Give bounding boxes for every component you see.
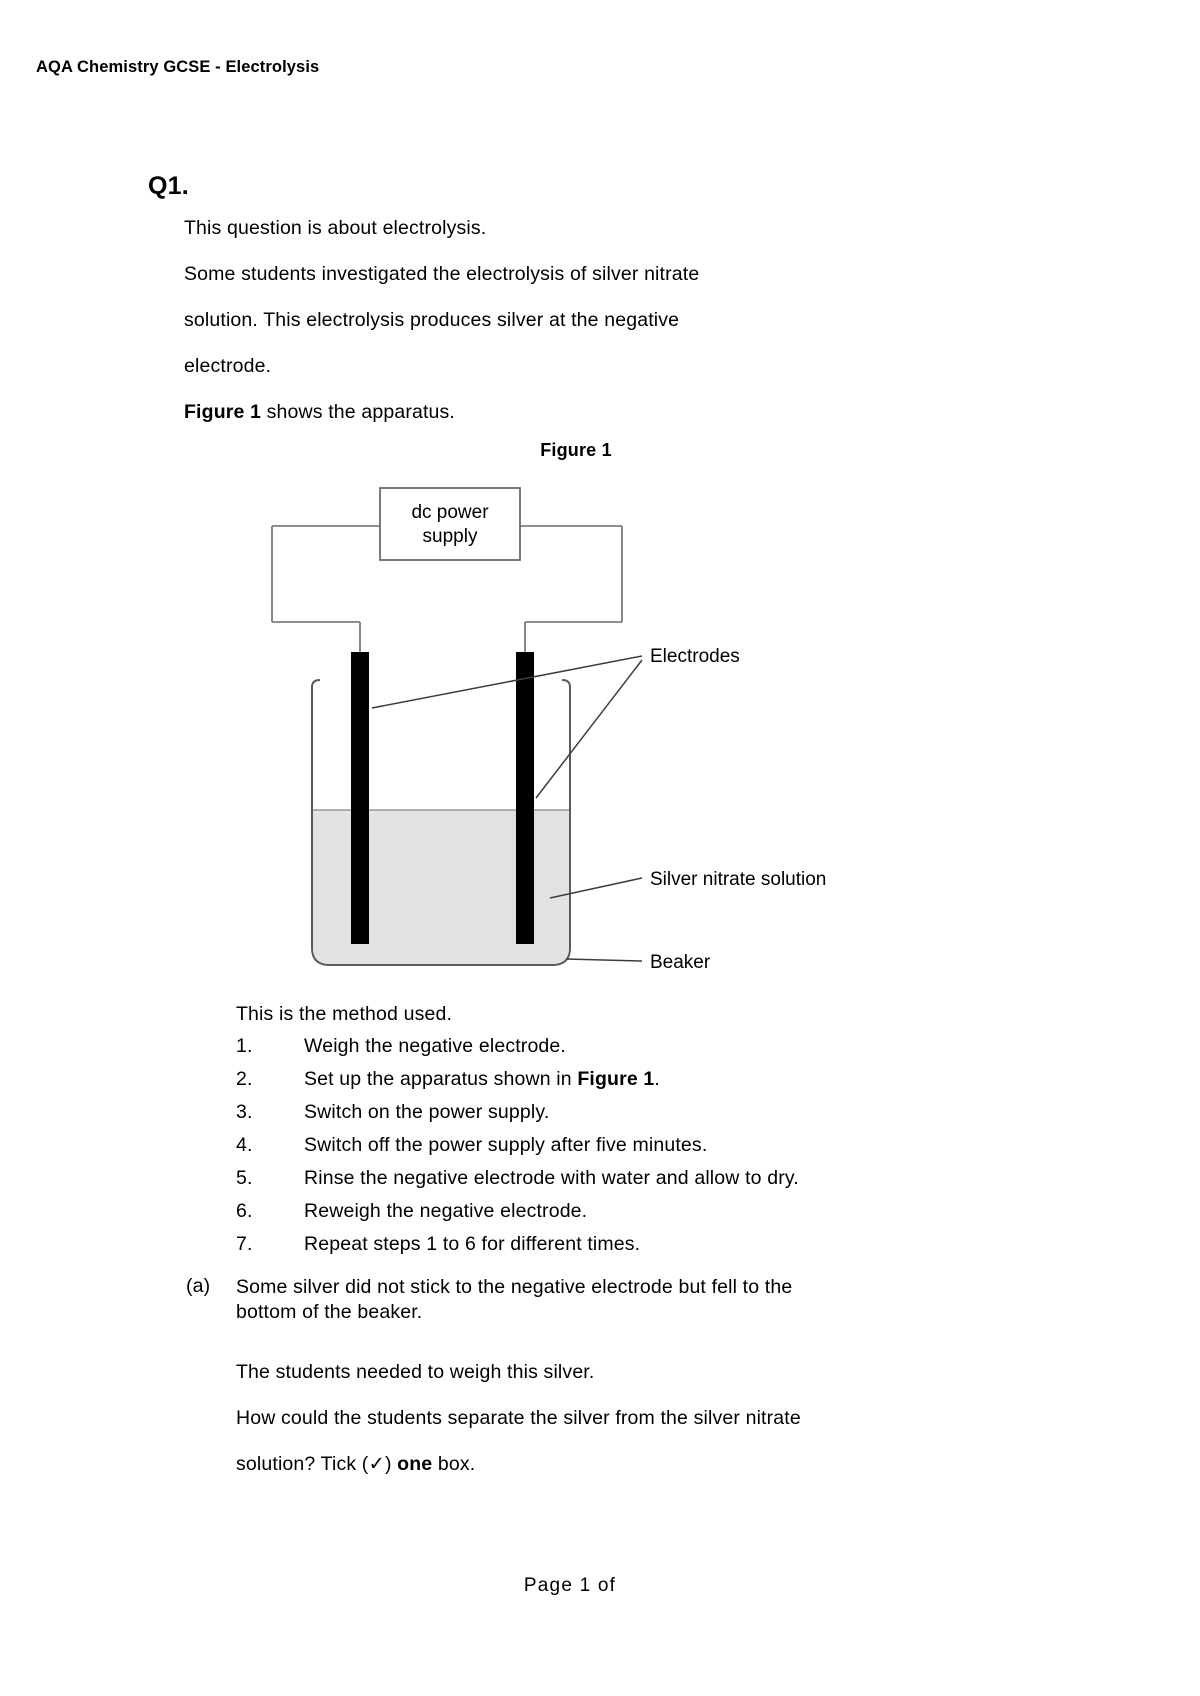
method-step: 7. Repeat steps 1 to 6 for different tim…	[236, 1233, 996, 1266]
step-text-tail: .	[654, 1068, 660, 1090]
figure-caption: Figure 1	[0, 440, 1200, 461]
figure-caption-text: Figure 1	[540, 440, 612, 460]
document-header-title: AQA Chemistry GCSE - Electrolysis	[36, 58, 320, 76]
step-text: Switch on the power supply.	[304, 1101, 550, 1123]
method-step: 4. Switch off the power supply after fiv…	[236, 1134, 996, 1167]
silver-nitrate-solution-fill	[313, 810, 569, 964]
step-number: 6.	[236, 1200, 253, 1222]
label-beaker: Beaker	[650, 952, 711, 973]
part-a-line-1: Some silver did not stick to the negativ…	[236, 1276, 793, 1298]
step-text: Weigh the negative electrode.	[304, 1035, 566, 1057]
question-part-a: (a) Some silver did not stick to the neg…	[186, 1275, 966, 1487]
intro-line-3: solution. This electrolysis produces sil…	[184, 309, 680, 331]
part-a-label: (a)	[186, 1275, 211, 1297]
figure-sentence-rest: shows the apparatus.	[261, 401, 455, 423]
circuit-wires	[271, 525, 623, 652]
electrodes-leader-lines	[371, 655, 643, 799]
power-supply-label-line2: supply	[423, 526, 478, 547]
beaker-leader-line	[565, 958, 643, 962]
part-a-line-4: How could the students separate the silv…	[236, 1407, 801, 1429]
electrode-left	[351, 652, 369, 944]
electrode-right	[516, 652, 534, 944]
method-step: 1. Weigh the negative electrode.	[236, 1035, 996, 1068]
intro-line-2: Some students investigated the electroly…	[184, 263, 700, 285]
step-number: 2.	[236, 1068, 253, 1090]
method-step: 2. Set up the apparatus shown in Figure …	[236, 1068, 996, 1101]
step-text-bold: Figure 1	[577, 1068, 655, 1090]
method-intro: This is the method used.	[236, 1003, 453, 1025]
step-number: 7.	[236, 1233, 253, 1255]
step-number: 5.	[236, 1167, 253, 1189]
part-a-line-2: bottom of the beaker.	[236, 1301, 423, 1323]
method-step: 5. Rinse the negative electrode with wat…	[236, 1167, 996, 1200]
tick-instruction-bold: one	[397, 1453, 433, 1475]
method-step: 3. Switch on the power supply.	[236, 1101, 996, 1134]
page-number-text: Page 1 of	[523, 1575, 617, 1596]
step-text: Rinse the negative electrode with water …	[304, 1167, 799, 1189]
step-text: Repeat steps 1 to 6 for different times.	[304, 1233, 641, 1255]
part-a-line-3: The students needed to weigh this silver…	[236, 1361, 595, 1383]
part-a-body: Some silver did not stick to the negativ…	[236, 1275, 966, 1325]
tick-instruction-tail: box.	[432, 1453, 476, 1475]
step-text: Switch off the power supply after five m…	[304, 1134, 708, 1156]
figure-1-diagram: dc power supply Electrodes Silver nitr	[250, 470, 950, 1000]
dc-power-supply-box	[379, 487, 521, 561]
figure-sentence-bold: Figure 1	[184, 401, 262, 423]
step-text: Set up the apparatus shown in Figure 1.	[304, 1068, 996, 1091]
part-a-row: (a) Some silver did not stick to the neg…	[186, 1275, 966, 1325]
page-footer: Page 1 of	[0, 1575, 1200, 1597]
solution-leader-line	[549, 877, 643, 899]
step-number: 4.	[236, 1134, 253, 1156]
method-steps-list: 1. Weigh the negative electrode. 2. Set …	[236, 1035, 996, 1266]
figure-sentence: Figure 1 shows the apparatus.	[184, 389, 844, 435]
intro-line-1: This question is about electrolysis.	[184, 217, 487, 239]
part-a-follow-up: The students needed to weigh this silver…	[236, 1349, 976, 1487]
step-number: 1.	[236, 1035, 253, 1057]
part-a-line-5: solution? Tick (✓) one box.	[236, 1441, 976, 1487]
step-text: Reweigh the negative electrode.	[304, 1200, 588, 1222]
tick-instruction-pre: solution? Tick (✓)	[236, 1453, 398, 1475]
question-intro: This question is about electrolysis. Som…	[184, 205, 844, 435]
intro-line-4: electrode.	[184, 355, 272, 377]
label-electrodes: Electrodes	[650, 646, 740, 667]
question-number: Q1.	[148, 172, 189, 200]
label-silver-nitrate-solution: Silver nitrate solution	[650, 869, 826, 890]
method-step: 6. Reweigh the negative electrode.	[236, 1200, 996, 1233]
beaker-outline	[311, 679, 571, 966]
step-text-pre: Set up the apparatus shown in	[304, 1068, 578, 1090]
step-number: 3.	[236, 1101, 253, 1123]
power-supply-label-line1: dc power	[411, 502, 489, 523]
